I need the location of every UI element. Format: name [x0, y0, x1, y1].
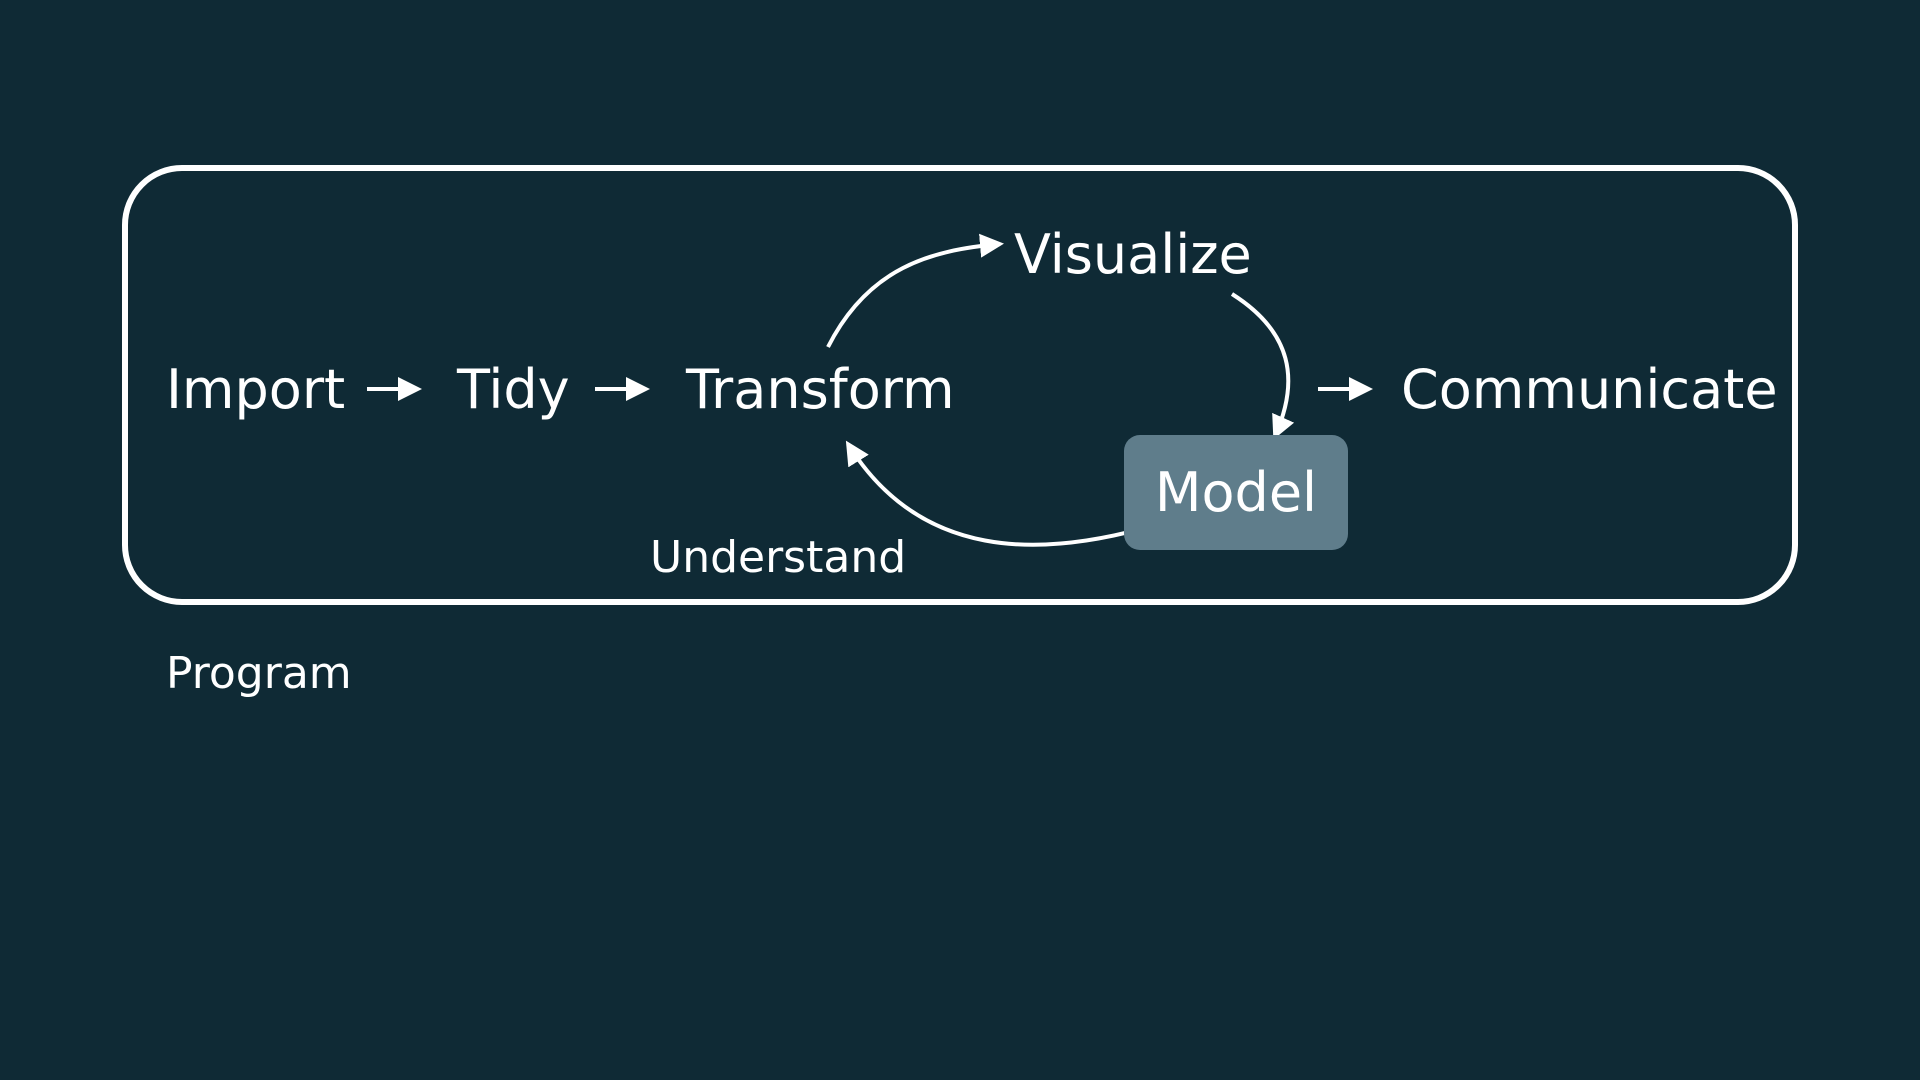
understand-label: Understand: [650, 532, 907, 583]
step-communicate: Communicate: [1401, 358, 1778, 421]
step-import: Import: [166, 358, 346, 421]
step-visualize: Visualize: [1014, 223, 1252, 286]
arrow-model-to-transform: [845, 440, 1153, 547]
step-tidy: Tidy: [457, 358, 570, 421]
model-highlight-box: Model: [1124, 435, 1348, 550]
arrow-transform-to-visualize: [826, 233, 1004, 348]
program-frame: [122, 165, 1798, 605]
step-model: Model: [1154, 460, 1318, 524]
arrow-visualize-to-model: [1230, 292, 1295, 440]
step-transform: Transform: [686, 358, 955, 421]
program-label: Program: [166, 648, 352, 699]
